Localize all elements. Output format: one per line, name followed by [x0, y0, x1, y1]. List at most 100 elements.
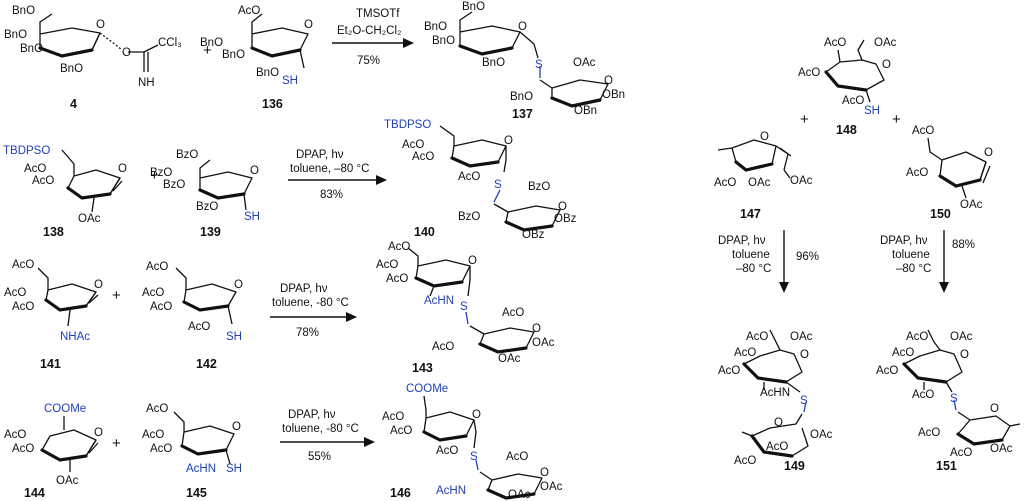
compound-number-149: 149	[784, 459, 805, 473]
aco-label: AcO	[142, 429, 164, 441]
thiol-label: SH	[244, 211, 260, 223]
aco-label: AcO	[734, 347, 756, 359]
aco-label: AcO	[502, 307, 524, 319]
tbdpso-label: TBDPSO	[3, 145, 50, 157]
oac-label: OAc	[960, 199, 983, 211]
bno-label: BnO	[12, 5, 35, 17]
oac-label: OAc	[790, 175, 813, 187]
oac-label: OAc	[950, 331, 973, 343]
aco-label: AcO	[766, 441, 788, 453]
ring-o-label: O	[760, 131, 769, 143]
ring-o-label: O	[984, 147, 993, 159]
compound-139: BzO BzO BzO BzO O SH 139	[150, 149, 260, 239]
compound-number-139: 139	[200, 225, 221, 239]
aco-label: AcO	[824, 37, 846, 49]
plus-sign: +	[112, 287, 121, 304]
aco-label: AcO	[4, 287, 26, 299]
nhac-label: NHAc	[60, 331, 90, 343]
bzo-label: BzO	[528, 181, 550, 193]
coome-label: COOMe	[406, 383, 448, 395]
condition-reagent: TMSOTf	[356, 8, 400, 20]
condition-reagent: DPAP, hν	[296, 149, 344, 161]
ring-o-label: O	[304, 19, 313, 31]
aco-label: AcO	[402, 139, 424, 151]
aco-label: AcO	[912, 125, 934, 137]
compound-137: BnO BnO BnO BnO O S OAc O BnO OBn OBn 13…	[424, 1, 625, 121]
bzo-label: BzO	[176, 149, 198, 161]
ring-o-label: O	[234, 279, 243, 291]
bno-label: BnO	[510, 91, 533, 103]
obn-label: OBn	[602, 89, 625, 101]
aco-label: AcO	[432, 341, 454, 353]
ring-o-label: O	[518, 21, 527, 33]
nh-label: NH	[138, 77, 155, 89]
condition-solvent: toluene, -80 °C	[272, 297, 349, 309]
aco-label: AcO	[238, 5, 260, 17]
aco-label: AcO	[12, 259, 34, 271]
bzo-label: BzO	[458, 211, 480, 223]
oac-label: OAc	[990, 443, 1013, 455]
compound-number-151: 151	[936, 459, 957, 473]
ring-o-label: O	[250, 165, 259, 177]
compound-146: COOMe AcO AcO AcO O S AcO O AcHN OAc OAc…	[382, 383, 563, 501]
thioether-s-label: S	[494, 179, 502, 191]
thioether-s-label: S	[470, 451, 478, 463]
compound-number-4: 4	[70, 97, 77, 111]
aco-label: AcO	[142, 287, 164, 299]
achn-label: AcHN	[436, 485, 466, 497]
reaction-arrow-1: TMSOTf Et₂O-CH₂Cl₂ 75%	[332, 8, 414, 67]
ring-o-label: O	[882, 59, 891, 71]
aco-label: AcO	[32, 175, 54, 187]
obz-label: OBz	[522, 229, 545, 241]
aco-label: AcO	[718, 365, 740, 377]
ring-o-label: O	[472, 409, 481, 421]
bno-label: BnO	[222, 49, 245, 61]
aco-label: AcO	[412, 151, 434, 163]
compound-150: AcO AcO O OAc 150	[906, 125, 993, 221]
aco-label: AcO	[842, 95, 864, 107]
compound-number-141: 141	[40, 357, 61, 371]
compound-number-140: 140	[414, 225, 435, 239]
ring-o-label: O	[96, 19, 105, 31]
compound-number-136: 136	[262, 97, 283, 111]
reaction-arrow-2: DPAP, hν toluene, –80 °C 83%	[288, 149, 387, 201]
ring-o-label: O	[960, 349, 969, 361]
aco-label: AcO	[12, 443, 34, 455]
thiol-label: SH	[864, 105, 880, 117]
aco-label: AcO	[892, 347, 914, 359]
bno-label: BnO	[432, 35, 455, 47]
obz-label: OBz	[554, 213, 577, 225]
condition-solvent: toluene	[892, 249, 930, 261]
bno-label: BnO	[424, 21, 447, 33]
condition-yield: 78%	[296, 327, 319, 339]
aco-label: AcO	[918, 427, 940, 439]
compound-142: AcO AcO AcO AcO O SH 142	[142, 261, 243, 371]
aco-label: AcO	[24, 163, 46, 175]
ring-o-label: O	[558, 201, 567, 213]
thioether-s-label: S	[535, 59, 543, 71]
plus-sign: +	[112, 435, 121, 452]
reaction-arrow-6: DPAP, hν toluene –80 °C 88%	[880, 230, 975, 293]
plus-sign: +	[150, 167, 159, 184]
compound-140: TBDPSO AcO AcO AcO O S BzO O BzO OBz OBz…	[384, 119, 577, 241]
plus-sign: +	[892, 111, 901, 128]
condition-reagent: DPAP, hν	[288, 409, 336, 421]
compound-number-147: 147	[740, 207, 761, 221]
ring-o-label: O	[800, 349, 809, 361]
aco-label: AcO	[150, 301, 172, 313]
thiol-label: SH	[226, 463, 242, 475]
reaction-arrow-5: DPAP, hν toluene –80 °C 96%	[718, 230, 819, 293]
bno-label: BnO	[462, 1, 485, 13]
condition-yield: 75%	[357, 55, 380, 67]
oac-label: OAc	[790, 331, 813, 343]
compound-147: O AcO OAc OAc 147	[714, 131, 813, 221]
aco-label: AcO	[876, 365, 898, 377]
compound-141: AcO AcO AcO O NHAc 141	[4, 259, 103, 371]
oac-label: OAc	[78, 213, 101, 225]
oac-label: OAc	[56, 475, 79, 487]
aco-label: AcO	[458, 171, 480, 183]
aco-label: AcO	[390, 425, 412, 437]
anomeric-o-label: O	[122, 47, 131, 59]
achn-label: AcHN	[424, 295, 454, 307]
